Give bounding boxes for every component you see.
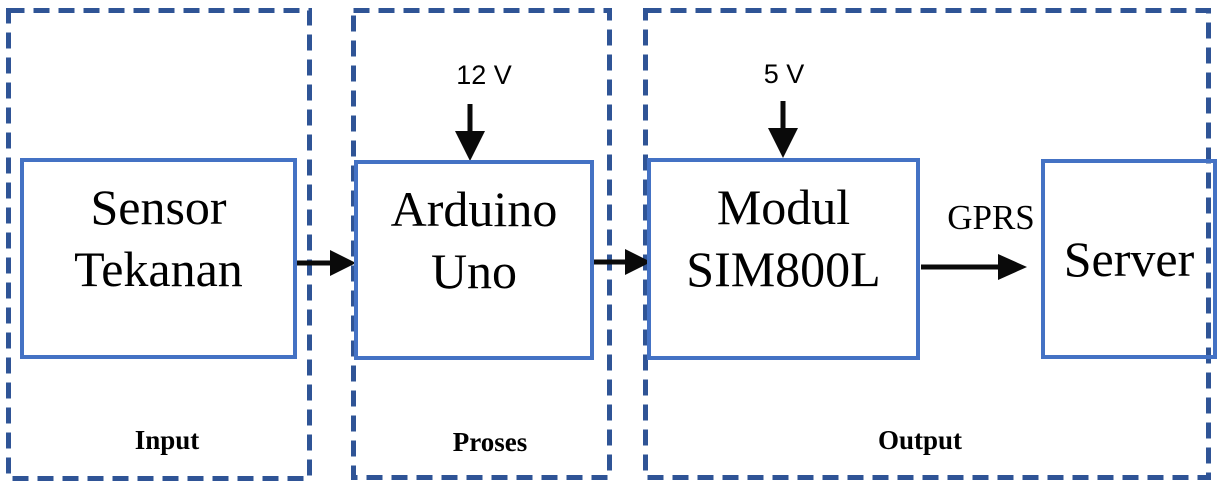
arrow-arduino-to-sim800l (594, 249, 651, 275)
block-modul-sim800l: Modul SIM800L (647, 158, 920, 360)
block-arduino-uno-line1: Arduino (390, 181, 558, 237)
block-arduino-uno-line2: Uno (430, 243, 518, 299)
proses-section-border (351, 8, 612, 480)
label-gprs: GPRS (947, 198, 1035, 237)
block-modul-sim800l-line2: SIM800L (686, 241, 881, 297)
label-5v: 5 V (763, 59, 805, 89)
block-modul-sim800l-line1: Modul (716, 179, 851, 235)
section-label-proses: Proses (452, 427, 528, 457)
input-section-border (6, 8, 312, 481)
block-sensor-tekanan-line1: Sensor (90, 179, 227, 235)
block-sensor-tekanan-line2: Tekanan (74, 241, 243, 297)
arrow-12v-supply (455, 104, 485, 161)
section-label-input: Input (134, 425, 200, 455)
block-server: Server (1041, 159, 1217, 359)
block-sensor-tekanan: Sensor Tekanan (20, 158, 297, 359)
block-arduino-uno: Arduino Uno (354, 160, 594, 360)
block-server-line1: Server (1063, 231, 1195, 287)
section-label-output: Output (877, 425, 963, 455)
output-section-border (643, 8, 1211, 480)
label-12v: 12 V (456, 60, 512, 90)
arrow-sensor-to-arduino (297, 250, 356, 276)
arrow-sim800l-to-server (921, 254, 1027, 280)
arrow-5v-supply (768, 101, 798, 158)
